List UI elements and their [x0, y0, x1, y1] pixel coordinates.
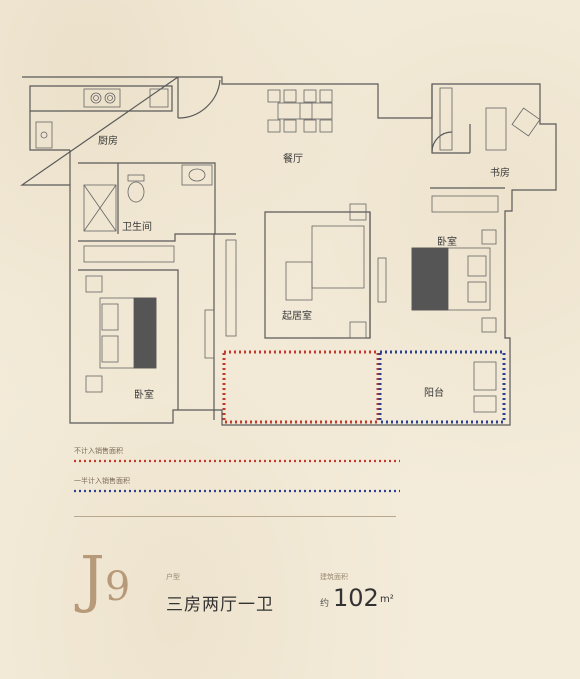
toilet-tank: [127, 174, 145, 182]
unit-code-letter: J: [80, 542, 105, 615]
left-bedroom-inner: [213, 233, 236, 420]
kitchen-lower-wall: [54, 149, 71, 185]
type-label: 户型: [166, 573, 180, 581]
area-unit: m²: [380, 594, 394, 605]
tv-cabinet-left: [204, 309, 215, 359]
bed-quilt-left: [133, 297, 157, 369]
dining-chair: [303, 119, 317, 133]
legend-half-counted-label: 一半计入销售面积: [74, 477, 130, 485]
dining-chair: [303, 89, 317, 103]
living-wall: [264, 211, 371, 339]
stove-burner-inner: [107, 95, 113, 101]
study-desk: [485, 107, 507, 151]
room-label-bedroom-right: 卧室: [437, 237, 457, 248]
pillow-right: [467, 255, 487, 277]
room-label-bedroom-left: 卧室: [134, 390, 154, 401]
pillow-left: [101, 335, 119, 363]
room-label-living: 起居室: [282, 311, 312, 322]
sofa: [311, 225, 365, 289]
pillow-right: [467, 281, 487, 303]
tv-cabinet-right: [377, 257, 387, 303]
room-label-bathroom: 卫生间: [122, 222, 152, 233]
stove: [83, 88, 121, 108]
dining-table-2: [299, 102, 333, 120]
stove-burner: [104, 92, 116, 104]
stove-burner-inner: [93, 95, 99, 101]
sink-drain: [40, 131, 48, 139]
room-label-kitchen: 厨房: [98, 136, 118, 147]
dining-chair: [267, 89, 281, 103]
unit-code: J9: [80, 548, 130, 610]
unit-code-number: 9: [104, 564, 131, 610]
fridge: [149, 88, 169, 108]
area-value: 102: [333, 584, 379, 612]
area-prefix: 约: [320, 599, 330, 609]
balcony-sink: [473, 395, 497, 413]
shower-area: [83, 184, 117, 232]
nightstand-right: [481, 229, 497, 245]
area-label: 建筑面积: [320, 573, 348, 581]
study-wall: [431, 84, 471, 154]
bathroom-vanity: [181, 164, 213, 186]
right-bedroom-wall: [369, 187, 505, 338]
wardrobe-left: [83, 245, 175, 263]
armchair: [349, 203, 367, 221]
bathroom-wall: [78, 162, 216, 242]
room-label-balcony: 阳台: [424, 388, 444, 399]
dining-chair: [283, 89, 297, 103]
left-bedroom-wall: [78, 269, 179, 410]
pillow-left: [101, 303, 119, 331]
armchair: [349, 321, 367, 339]
nightstand-left: [85, 275, 103, 293]
nightstand-right: [481, 317, 497, 333]
tv-wall: [225, 239, 237, 337]
legend-not-counted-label: 不计入销售面积: [74, 447, 123, 455]
bathroom-basin: [188, 168, 206, 182]
kitchen-wall: [29, 85, 173, 112]
kitchen-side: [29, 111, 54, 151]
dining-table: [277, 102, 313, 120]
study-chair: [511, 107, 541, 137]
toilet: [127, 181, 145, 203]
bed-quilt-right: [411, 247, 449, 311]
half-counted-area-outline: [378, 350, 506, 424]
divider-line: [74, 516, 396, 517]
shower-cross: [83, 184, 117, 232]
kitchen-sink: [35, 121, 53, 149]
room-label-dining: 餐厅: [283, 154, 303, 165]
type-value: 三房两厅一卫: [166, 595, 274, 615]
study-bookshelf: [439, 87, 453, 151]
coffee-table: [285, 261, 313, 301]
room-label-study: 书房: [490, 168, 510, 179]
dining-chair: [319, 119, 333, 133]
outer-wall: [20, 76, 557, 426]
nightstand-left: [85, 375, 103, 393]
dining-chair: [267, 119, 281, 133]
door-arc: [177, 79, 221, 119]
door-arc-2: [431, 131, 453, 153]
dining-chair: [319, 89, 333, 103]
not-counted-area-outline: [222, 350, 380, 424]
dining-chair: [283, 119, 297, 133]
washing-machine: [473, 361, 497, 391]
wardrobe-right: [431, 195, 499, 213]
stove-burner: [90, 92, 102, 104]
